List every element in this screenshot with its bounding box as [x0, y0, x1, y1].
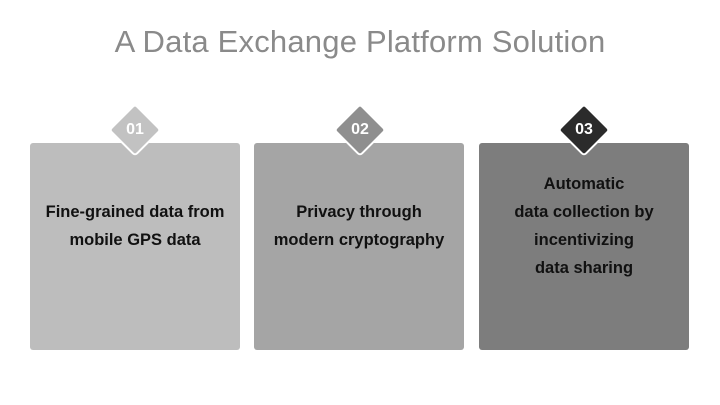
feature-card-line: data sharing — [534, 259, 634, 277]
badge-number: 01 — [126, 121, 144, 138]
feature-card-text: Automatic data collection by incentivizi… — [479, 170, 689, 282]
feature-card-2: Privacy through modern cryptography — [254, 143, 464, 350]
number-badge-1: 01 — [108, 103, 162, 157]
number-badge-2: 02 — [333, 103, 387, 157]
feature-card-line: Fine-grained data from — [45, 203, 225, 221]
feature-card-3: Automatic data collection by incentivizi… — [479, 143, 689, 350]
feature-card-text: Fine-grained data from mobile GPS data — [30, 198, 240, 254]
badge-number: 03 — [575, 121, 593, 138]
feature-card-text: Privacy through modern cryptography — [254, 198, 464, 254]
feature-card-line: data collection by — [514, 203, 654, 221]
feature-card-line: incentivizing — [534, 231, 634, 249]
feature-card-1: Fine-grained data from mobile GPS data — [30, 143, 240, 350]
feature-card-line: mobile GPS data — [69, 231, 201, 249]
feature-card-line: Privacy through — [296, 203, 422, 221]
feature-card-line: Automatic — [543, 175, 625, 193]
badge-number: 02 — [351, 121, 369, 138]
number-badge-3: 03 — [557, 103, 611, 157]
slide-title: A Data Exchange Platform Solution — [114, 24, 606, 59]
feature-card-line: modern cryptography — [273, 231, 445, 249]
